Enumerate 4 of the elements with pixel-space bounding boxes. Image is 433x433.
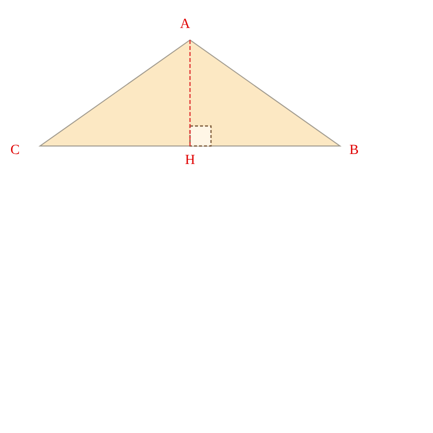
vertex-label: C xyxy=(10,144,20,158)
vertex-label: A xyxy=(180,18,190,32)
vertex-label: B xyxy=(349,144,359,158)
vertex-label: H xyxy=(184,154,196,168)
